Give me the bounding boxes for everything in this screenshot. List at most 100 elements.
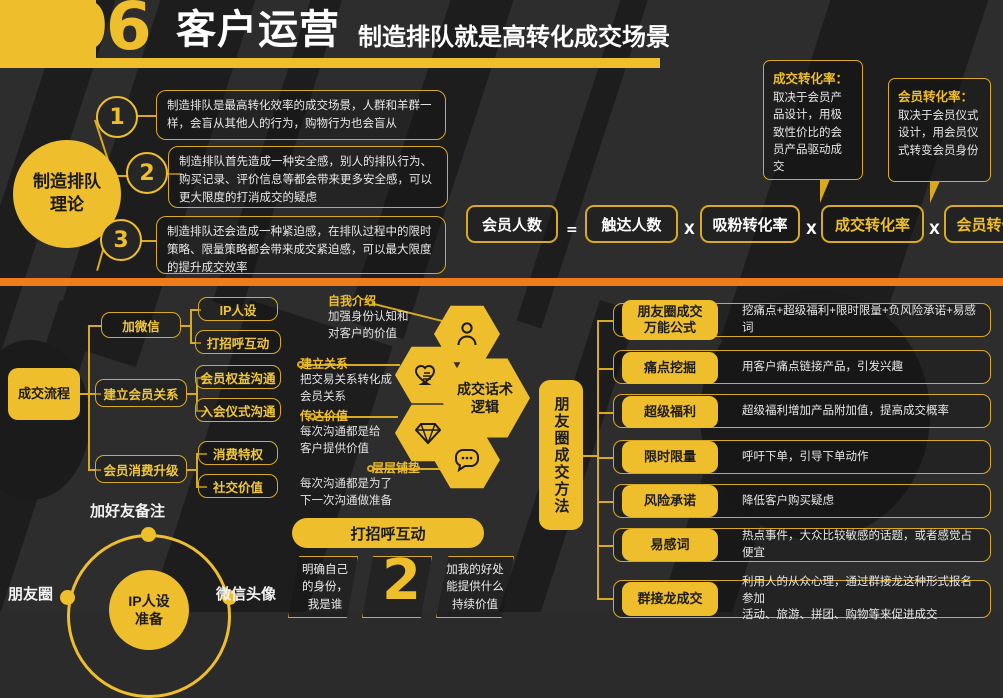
page-subtitle: 制造排队就是高转化成交场景 — [358, 24, 670, 51]
hex-note-0: 自我介绍 加强身份认知和 对客户的价值 — [328, 292, 438, 342]
hex-leader-line — [300, 364, 400, 366]
moments-stub — [583, 455, 598, 457]
moments-row-desc: 超级福利增加产品附加值，提高成交概率 — [742, 404, 949, 417]
flow-line — [196, 410, 207, 412]
person-icon — [457, 322, 477, 346]
flow-line — [80, 393, 89, 395]
hex-note-text: 加强身份认知和 对客户的价值 — [328, 311, 409, 340]
flow-leaf-rights: 会员权益沟通 — [195, 365, 281, 389]
callout-text: 取决于会员产品设计，用极致性价比的会员产品驱动成交 — [773, 92, 842, 173]
hex-node-dot — [309, 413, 316, 420]
flow-branch-label: 建立会员关系 — [103, 387, 179, 402]
formula-multiply: X — [806, 222, 817, 238]
hex-center-text: 成交话术 逻辑 — [457, 380, 513, 415]
formula-equals: = — [566, 222, 578, 238]
moments-row-tag-label: 超级福利 — [643, 403, 696, 419]
moments-branch — [597, 545, 613, 547]
callout-member-conversion: 会员转化率： 取决于会员仪式设计，用会员仪式转变会员身份 — [888, 78, 991, 182]
moments-row-tag: 限时限量 — [622, 441, 718, 473]
hex-note-title: 自我介绍 — [328, 294, 377, 308]
moments-row-tag: 痛点挖掘 — [622, 352, 718, 384]
flow-line — [196, 377, 207, 379]
theory-leader — [162, 173, 182, 175]
callout-title: 成交转化率： — [773, 72, 849, 86]
moments-branch — [597, 501, 613, 503]
callout-tail-icon — [930, 181, 952, 203]
hex-node-dot — [367, 299, 374, 306]
ip-node-label-right: 微信头像 — [216, 586, 277, 603]
header-underline — [0, 58, 660, 68]
ip-node-label-left: 朋友圈 — [8, 586, 54, 603]
flow-line — [187, 469, 197, 471]
hex-node-dot — [297, 361, 304, 368]
hex-note-2: 传达价值 每次沟通都是给 客户提供价值 — [300, 407, 410, 457]
theory-text-1: 制造排队是最高转化效率的成交场景，人群和羊群一样，会盲从其他人的行为，购物行为也… — [156, 90, 446, 140]
callout-tail-icon — [820, 179, 842, 203]
ip-node-dot-right — [222, 590, 237, 605]
flow-branch-label: 会员消费升级 — [103, 463, 179, 478]
hex-note-title: 层层铺垫 — [371, 461, 420, 475]
greeting-pill-label: 打招呼互动 — [350, 525, 426, 543]
flow-line — [196, 486, 207, 488]
greeting-chevron-1 — [436, 556, 514, 618]
hex-note-title: 传达价值 — [300, 409, 349, 423]
theory-text: 制造排队是最高转化效率的成交场景，人群和羊群一样，会盲从其他人的行为，购物行为也… — [167, 100, 432, 130]
moments-row-tag-label: 限时限量 — [643, 448, 696, 464]
flow-line — [196, 453, 198, 487]
flow-leaf-label: 打招呼互动 — [206, 336, 270, 351]
handshake-heart-icon — [414, 365, 436, 385]
ip-node-label-top: 加好友备注 — [90, 503, 166, 520]
moments-row-desc: 降低客户购买疑虑 — [742, 494, 834, 507]
greeting-pill: 打招呼互动 — [292, 518, 484, 548]
moments-branch — [597, 320, 613, 322]
greeting-chevron-text-1: 加我的好处 能提供什么 持续价值 — [446, 564, 504, 611]
moments-spine — [597, 320, 599, 600]
flow-line — [190, 309, 201, 311]
moments-branch — [597, 412, 613, 414]
hex-note-text: 每次沟通都是为了 下一次沟通做准备 — [300, 478, 392, 507]
hex-note-text: 每次沟通都是给 客户提供价值 — [300, 426, 381, 455]
formula-multiply: X — [929, 222, 940, 238]
theory-number-3: 3 — [100, 219, 142, 261]
theory-number-label: 1 — [109, 104, 125, 130]
formula-result-label: 会员人数 — [481, 216, 542, 234]
flow-leaf-greeting: 打招呼互动 — [195, 330, 281, 354]
moments-branch — [597, 598, 613, 600]
theory-text-3: 制造排队还会造成一种紧迫感，在排队过程中的限时策略、限量策略都会带来成交紧迫感，… — [156, 216, 446, 274]
moments-branch — [597, 457, 613, 459]
moments-vertical-text: 朋友圈成交方法 — [552, 395, 570, 515]
ip-circle-center: IP人设 准备 — [109, 570, 189, 650]
formula-term-0: 触达人数 — [585, 205, 678, 243]
theory-connector — [112, 175, 138, 177]
flow-line — [196, 377, 198, 411]
theory-leader — [137, 240, 157, 242]
flow-leaf-social: 社交价值 — [198, 474, 278, 498]
moments-row-desc: 利用人的从众心理，通过群接龙这种形式报名参加 活动、旅游、拼团、购物等来促进成交 — [742, 576, 972, 622]
theory-number-1: 1 — [96, 96, 138, 138]
flow-root-label: 成交流程 — [17, 385, 70, 401]
flow-leaf-label: IP人设 — [219, 303, 257, 318]
callout-deal-conversion: 成交转化率： 取决于会员产品设计，用极致性价比的会员产品驱动成交 — [763, 60, 863, 180]
hex-note-1: 建立关系 把交易关系转化成 会员关系 — [300, 355, 410, 405]
background-blob — [700, 290, 930, 540]
moments-row-desc: 热点事件，大众比较敏感的话题，或者感觉占便宜 — [742, 530, 972, 559]
ip-circle-center-label: IP人设 准备 — [128, 592, 170, 627]
hex-note-title: 建立关系 — [300, 357, 349, 371]
formula-term-label: 吸粉转化率 — [712, 216, 788, 234]
moments-row-desc: 呼吁下单，引导下单动作 — [742, 450, 869, 463]
ip-node-dot-left — [60, 590, 75, 605]
flow-leaf-label: 消费特权 — [212, 447, 263, 462]
moments-row-tag-label: 风险承诺 — [643, 492, 696, 508]
formula-term-label: 触达人数 — [601, 216, 662, 234]
section-number: 06 — [62, 0, 152, 65]
theory-root-label: 制造排队 理论 — [33, 172, 101, 214]
moments-row-tag: 超级福利 — [622, 396, 718, 428]
theory-number-label: 3 — [113, 227, 129, 253]
moments-row-tag-label: 痛点挖掘 — [643, 359, 696, 375]
flow-line — [88, 325, 90, 470]
diamond-icon — [415, 423, 441, 445]
moments-row-tag-label: 朋友圈成交 万能公式 — [637, 303, 703, 335]
hex-icon-chat — [434, 431, 500, 489]
moments-row-desc: 挖痛点+超级福利+限时限量+负风险承诺+易感词 — [742, 305, 976, 334]
flow-root: 成交流程 — [8, 368, 80, 420]
